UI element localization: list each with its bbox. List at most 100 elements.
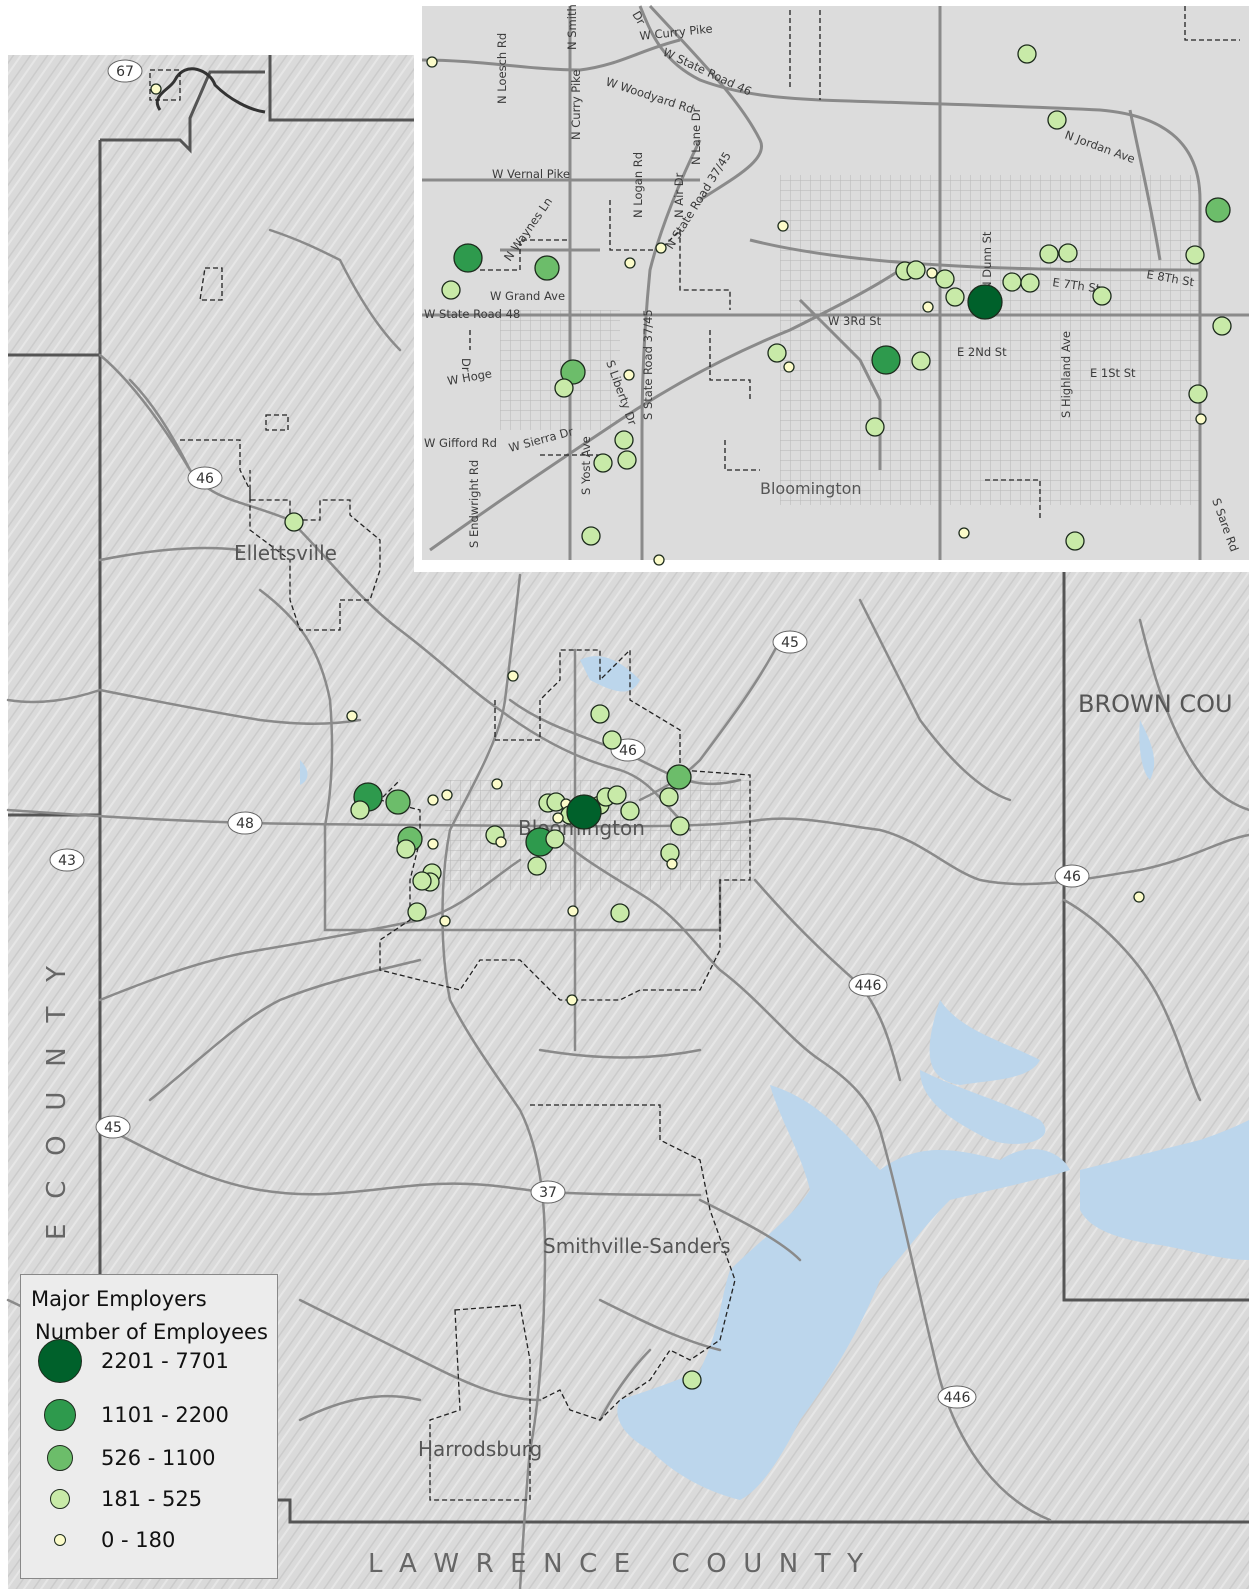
employer-markers-inset: [426, 44, 1232, 566]
employer-marker: [767, 343, 787, 363]
employer-marker: [427, 838, 439, 850]
employer-marker: [566, 794, 602, 830]
employer-marker: [412, 871, 432, 891]
employer-marker: [491, 778, 503, 790]
svg-text:46: 46: [196, 471, 214, 487]
svg-text:S Endwright Rd: S Endwright Rd: [467, 460, 481, 548]
shield-43: 43: [49, 848, 85, 872]
label-west-county: E C O U N T Y: [42, 966, 72, 1240]
svg-text:45: 45: [104, 1120, 122, 1136]
employer-marker: [967, 284, 1003, 320]
employer-marker: [922, 301, 934, 313]
employer-marker: [1133, 891, 1145, 903]
employer-marker: [610, 903, 630, 923]
legend: Major Employers Number of Employees 2201…: [20, 1274, 278, 1579]
employer-marker: [1195, 413, 1207, 425]
employer-marker: [1002, 272, 1022, 292]
employer-marker: [666, 764, 692, 790]
legend-label: 1101 - 2200: [101, 1403, 229, 1427]
svg-text:37: 37: [539, 1185, 557, 1201]
employer-marker: [617, 450, 637, 470]
employer-marker: [1092, 286, 1112, 306]
legend-label: 2201 - 7701: [101, 1349, 229, 1373]
svg-text:46: 46: [1063, 869, 1081, 885]
legend-symbol: [50, 1489, 70, 1509]
employer-marker: [554, 378, 574, 398]
employer-marker: [396, 839, 416, 859]
label-brown-county: BROWN COU: [1078, 690, 1233, 718]
svg-text:N Smith: N Smith: [565, 4, 579, 50]
legend-label: 181 - 525: [101, 1487, 203, 1511]
svg-text:N Curry Pike: N Curry Pike: [569, 70, 583, 141]
legend-row: 0 - 180: [21, 1516, 271, 1556]
employer-marker: [614, 430, 634, 450]
employer-marker: [607, 785, 627, 805]
employer-marker: [385, 789, 411, 815]
shield-67: 67: [107, 59, 143, 83]
legend-subtitle: Number of Employees: [35, 1320, 268, 1344]
shield-45-a: 45: [772, 630, 808, 654]
label-smithville: Smithville-Sanders: [543, 1234, 731, 1258]
legend-row: 2201 - 7701: [21, 1337, 271, 1383]
inset-map: N Loesch Rd N Smith W Curry Pike W State…: [414, 0, 1249, 572]
employer-marker: [682, 1370, 702, 1390]
shield-446-a: 446: [848, 973, 888, 997]
label-harrodsburg: Harrodsburg: [418, 1437, 542, 1461]
shield-46-c: 46: [1054, 864, 1090, 888]
employer-marker: [1020, 273, 1040, 293]
inset-city-grid: [780, 175, 1200, 505]
legend-row: 181 - 525: [21, 1475, 271, 1515]
employer-marker: [346, 710, 358, 722]
employer-marker: [581, 526, 601, 546]
employer-marker: [1205, 197, 1231, 223]
employer-marker: [653, 554, 665, 566]
place-labels: Ellettsville Bloomington Smithville-Sand…: [42, 541, 1233, 1579]
employer-marker: [659, 787, 679, 807]
employer-marker: [552, 812, 564, 824]
employer-marker: [1188, 384, 1208, 404]
employer-marker: [545, 829, 565, 849]
highway-shields: 67 46 45 46 48 43 46 446 45 37 446: [49, 59, 1090, 1409]
employer-marker: [958, 527, 970, 539]
employer-marker: [906, 260, 926, 280]
employer-marker: [590, 704, 610, 724]
svg-text:W State Road 48: W State Road 48: [424, 307, 520, 321]
employer-marker: [453, 243, 483, 273]
employer-marker: [441, 280, 461, 300]
legend-symbol: [47, 1445, 73, 1471]
employer-marker: [620, 801, 640, 821]
legend-title: Major Employers: [31, 1287, 207, 1311]
svg-text:E 1St St: E 1St St: [1090, 366, 1136, 380]
employer-marker: [439, 915, 451, 927]
svg-text:Dr: Dr: [629, 9, 648, 28]
svg-text:43: 43: [58, 853, 76, 869]
shield-37: 37: [530, 1180, 566, 1204]
svg-text:446: 446: [855, 978, 882, 994]
svg-text:N Logan Rd: N Logan Rd: [631, 152, 645, 218]
lake-monroe: [300, 656, 1249, 1500]
employer-marker: [534, 255, 560, 281]
svg-text:48: 48: [236, 816, 254, 832]
inset-city-boundary: [469, 6, 1240, 520]
legend-label: 526 - 1100: [101, 1446, 216, 1470]
employer-marker: [1047, 110, 1067, 130]
svg-text:S Highland Ave: S Highland Ave: [1059, 331, 1073, 418]
svg-text:45: 45: [781, 635, 799, 651]
employer-marker: [655, 242, 667, 254]
svg-text:W Grand Ave: W Grand Ave: [490, 289, 565, 303]
shield-45-b: 45: [95, 1115, 131, 1139]
employer-marker: [1065, 531, 1085, 551]
svg-text:N Lane Dr: N Lane Dr: [689, 107, 703, 165]
shield-446-b: 446: [937, 1385, 977, 1409]
shield-48: 48: [227, 811, 263, 835]
employer-marker: [441, 789, 453, 801]
employer-marker: [426, 56, 438, 68]
employer-marker: [284, 512, 304, 532]
employer-marker: [623, 369, 635, 381]
legend-row: 1101 - 2200: [21, 1391, 271, 1431]
employer-marker: [935, 269, 955, 289]
svg-text:S State Road 37/45: S State Road 37/45: [641, 309, 655, 420]
employer-marker: [350, 800, 370, 820]
label-lawrence-county: L A W R E N C E C O U N T Y: [368, 1549, 863, 1579]
